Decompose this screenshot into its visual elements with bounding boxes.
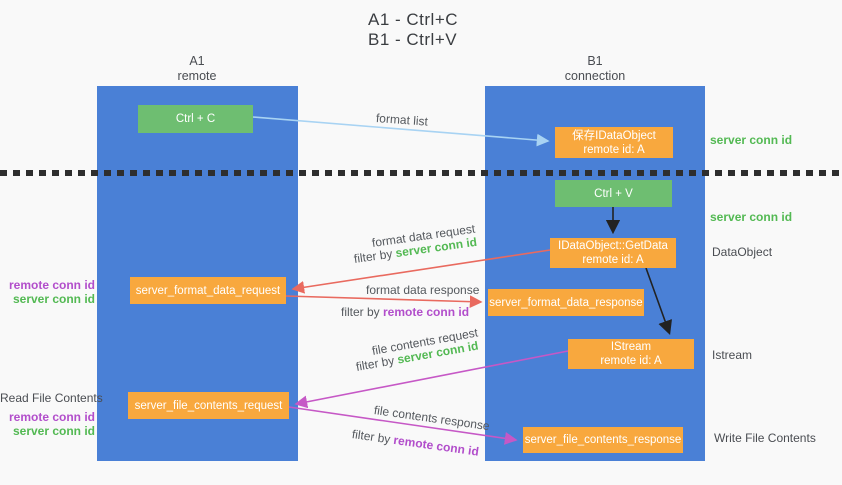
node-save-idataobject-line2: remote id: A: [583, 143, 645, 156]
node-server-file-contents-request-label: server_file_contents_request: [134, 399, 283, 412]
label-server-conn-id: server conn id: [12, 292, 95, 306]
node-idataobject-getdata-line2: remote id: A: [582, 254, 644, 266]
label-server-conn-id: server conn id: [12, 424, 95, 438]
node-server-format-data-request: server_format_data_request: [130, 277, 286, 304]
node-istream-line1: IStream: [610, 341, 652, 353]
node-server-format-data-response-label: server_format_data_response: [489, 296, 643, 309]
node-save-idataobject-line1: 保存IDataObject: [572, 129, 656, 142]
filter-remote-conn-id: remote conn id: [392, 432, 480, 459]
diagram-title: A1 - Ctrl+C B1 - Ctrl+V: [368, 10, 458, 50]
node-idataobject-getdata: IDataObject::GetData remote id: A: [550, 238, 676, 268]
node-save-idataobject: 保存IDataObject remote id: A: [555, 127, 673, 158]
title-line-2: B1 - Ctrl+V: [368, 30, 458, 49]
label-format-data-response: format data response: [366, 283, 480, 297]
lifeline-b1-subtitle: connection: [564, 69, 626, 83]
node-server-format-data-response: server_format_data_response: [488, 289, 644, 316]
lifeline-b1-header: B1 connection: [495, 54, 695, 84]
filter-remote-conn-id: remote conn id: [383, 305, 470, 319]
label-left-conn-ids-1: remote conn id server conn id: [0, 278, 95, 306]
lifeline-b1-title: B1: [587, 54, 603, 68]
node-istream: IStream remote id: A: [568, 339, 694, 369]
title-line-1: A1 - Ctrl+C: [368, 10, 459, 29]
filter-prefix: filter by: [354, 352, 399, 374]
node-server-file-contents-response-label: server_file_contents_response: [524, 434, 682, 446]
node-idataobject-getdata-line1: IDataObject::GetData: [558, 240, 668, 252]
node-server-format-data-request-label: server_format_data_request: [135, 284, 281, 297]
label-format-list: format list: [375, 111, 429, 129]
filter-prefix: filter by: [341, 305, 384, 319]
lifeline-a1-title: A1: [189, 54, 205, 68]
node-ctrl-v-label: Ctrl + V: [594, 187, 633, 200]
label-file-contents-response: file contents response: [373, 403, 491, 434]
label-dataobject: DataObject: [712, 245, 773, 259]
label-remote-conn-id: remote conn id: [8, 410, 95, 424]
node-ctrl-v: Ctrl + V: [555, 180, 672, 207]
node-server-file-contents-request: server_file_contents_request: [128, 392, 289, 419]
filter-prefix: filter by: [353, 246, 397, 266]
label-write-file-contents: Write File Contents: [714, 431, 816, 445]
label-read-file-contents: Read File Contents: [0, 391, 103, 405]
node-istream-line2: remote id: A: [600, 355, 662, 367]
lifeline-a1-header: A1 remote: [97, 54, 297, 84]
label-remote-conn-id: remote conn id: [8, 278, 95, 292]
label-left-conn-ids-2: remote conn id server conn id: [0, 410, 95, 438]
node-ctrl-c: Ctrl + C: [138, 105, 253, 133]
label-format-data-response-filter: filter by remote conn id: [341, 305, 469, 319]
label-server-conn-id-mid: server conn id: [710, 210, 793, 224]
lifeline-a1-subtitle: remote: [177, 69, 217, 83]
node-ctrl-c-label: Ctrl + C: [175, 113, 216, 125]
label-istream: Istream: [712, 348, 753, 362]
label-file-contents-response-filter: filter by remote conn id: [351, 427, 480, 459]
label-server-conn-id-top: server conn id: [710, 133, 793, 147]
filter-prefix: filter by: [351, 427, 395, 447]
node-server-file-contents-response: server_file_contents_response: [523, 427, 683, 453]
phase-divider-dotted-line: [0, 170, 842, 176]
